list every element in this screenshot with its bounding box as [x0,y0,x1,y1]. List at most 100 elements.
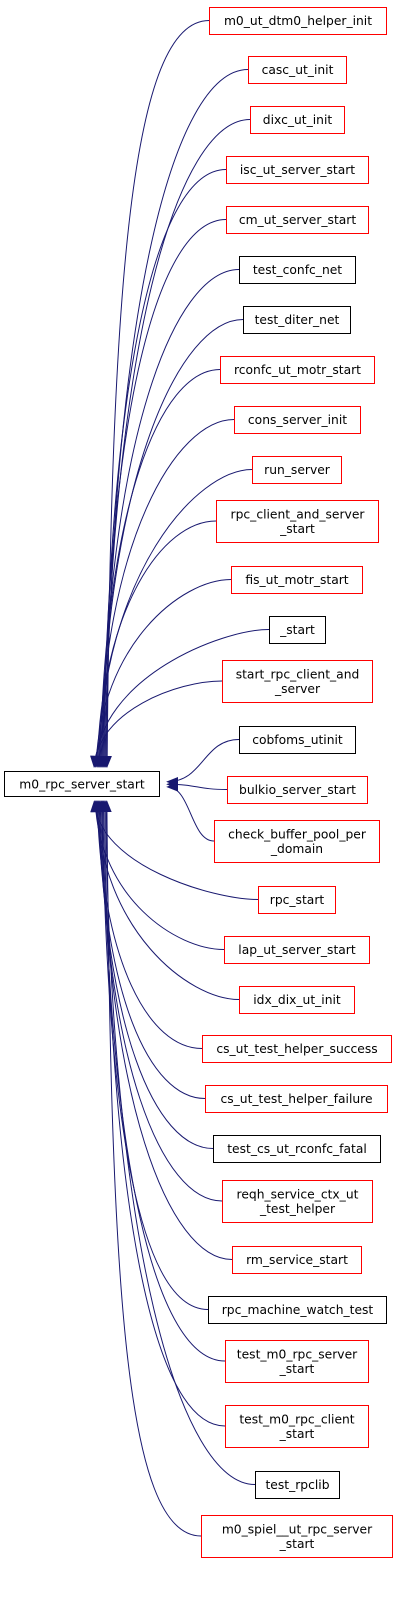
caller-node-box [201,1515,393,1558]
caller-node-label: start_rpc_client_and [236,667,360,681]
caller-node-label: dixc_ut_init [263,113,333,127]
caller-node-label: _start [279,522,315,536]
caller-node[interactable]: run_server [252,456,342,484]
caller-node[interactable]: rpc_client_and_server_start [216,500,379,543]
edge-line [103,169,227,767]
caller-node[interactable]: lap_ut_server_start [224,936,370,964]
caller-node-label: lap_ut_server_start [238,943,356,957]
call-edge [166,782,215,842]
caller-node-box [205,1085,388,1113]
caller-node[interactable]: test_m0_rpc_client_start [225,1405,369,1448]
caller-node[interactable]: cons_server_init [234,406,361,434]
edge-line [167,786,215,842]
caller-node-box [231,566,363,594]
edge-line [100,801,233,1260]
caller-node-box [224,936,370,964]
caller-node[interactable]: idx_dix_ut_init [239,986,355,1014]
nodes-layer: m0_rpc_server_start m0_ut_dtm0_helper_in… [4,7,393,1558]
caller-node[interactable]: start_rpc_client_and_server [222,660,373,703]
caller-node-label: cs_ut_test_helper_success [216,1042,377,1056]
edge-line [167,739,240,783]
call-edge [98,800,226,1362]
caller-node-box [226,156,369,184]
caller-node[interactable]: test_m0_rpc_server_start [225,1340,369,1383]
edge-line [99,801,223,1202]
call-edge [91,579,232,768]
edge-arrowhead [166,782,178,792]
caller-node-box [269,616,326,644]
caller-node-label: test_rpclib [265,1478,329,1492]
edge-line [99,369,221,767]
caller-node[interactable]: dixc_ut_init [250,106,345,134]
caller-node-box [227,776,368,804]
caller-node-label: rpc_start [270,893,325,907]
caller-node[interactable]: casc_ut_init [248,56,347,84]
caller-node-label: m0_spiel__ut_rpc_server [222,1522,373,1536]
caller-node[interactable]: m0_spiel__ut_rpc_server_start [201,1515,393,1558]
caller-node-label: _start [279,1362,315,1376]
edge-line [105,801,256,1485]
caller-node[interactable]: cs_ut_test_helper_failure [205,1085,388,1113]
caller-node[interactable]: test_confc_net [239,256,356,284]
caller-node[interactable]: cobfoms_utinit [239,726,356,754]
caller-node-box [222,1180,373,1223]
caller-node-box [216,500,379,543]
caller-node-label: rm_service_start [246,1253,348,1267]
caller-node-box [239,726,356,754]
edge-line [94,801,225,950]
caller-node[interactable]: bulkio_server_start [227,776,368,804]
caller-node[interactable]: rm_service_start [232,1246,362,1274]
caller-node-label: test_m0_rpc_client [239,1412,354,1426]
caller-node[interactable]: fis_ut_motr_start [231,566,363,594]
caller-node-label: _start [279,623,315,637]
caller-node-label: casc_ut_init [262,63,334,77]
caller-node-box [226,206,369,234]
edge-line [97,469,253,767]
caller-node-label: rconfc_ut_motr_start [234,363,361,377]
caller-node-box [248,56,347,84]
edge-line [93,680,223,767]
caller-node[interactable]: cm_ut_server_start [226,206,369,234]
caller-node-box [239,986,355,1014]
caller-node-label: rpc_machine_watch_test [222,1303,374,1317]
caller-node-box [220,356,375,384]
caller-node-box [239,256,356,284]
caller-node-label: _start [279,1537,315,1551]
edge-line [96,520,217,767]
caller-node-label: fis_ut_motr_start [245,573,348,587]
caller-node[interactable]: cs_ut_test_helper_success [202,1035,392,1063]
call-edge [96,800,233,1260]
caller-node-label: bulkio_server_start [239,783,356,797]
caller-node[interactable]: rpc_machine_watch_test [208,1296,387,1324]
edge-line [98,801,214,1149]
target-node[interactable]: m0_rpc_server_start [4,771,160,797]
caller-node[interactable]: check_buffer_pool_per_domain [214,820,380,863]
edge-line [101,801,209,1310]
caller-node-box [222,660,373,703]
caller-node-label: cs_ut_test_helper_failure [220,1092,372,1106]
caller-node[interactable]: m0_ut_dtm0_helper_init [209,7,387,35]
call-edge [100,800,226,1427]
caller-node-box [255,1471,340,1499]
call-edge [97,800,209,1310]
call-edge [94,419,235,768]
edge-line [102,219,227,767]
caller-node-box [214,820,380,863]
caller-node-box [213,1135,381,1163]
caller-node[interactable]: reqh_service_ctx_ut_test_helper [222,1180,373,1223]
caller-node[interactable]: test_rpclib [255,1471,340,1499]
caller-node-box [209,7,387,35]
caller-node-box [225,1340,369,1383]
caller-node-label: m0_ut_dtm0_helper_init [224,14,372,28]
caller-node[interactable]: test_diter_net [243,306,351,334]
caller-node[interactable]: isc_ut_server_start [226,156,369,184]
caller-node[interactable]: test_cs_ut_rconfc_fatal [213,1135,381,1163]
caller-node[interactable]: rpc_start [258,886,336,914]
caller-node[interactable]: _start [269,616,326,644]
caller-node-box [252,456,342,484]
caller-node[interactable]: rconfc_ut_motr_start [220,356,375,384]
caller-node-label: run_server [264,463,331,477]
call-edge [98,219,227,768]
caller-node-label: test_m0_rpc_server [237,1347,358,1361]
